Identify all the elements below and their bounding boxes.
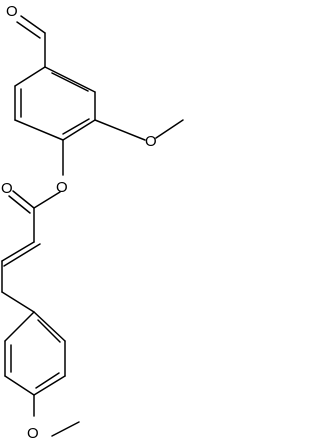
ester-carbonyl-bond-1 <box>12 190 35 209</box>
methoxy-top-bond-2 <box>155 119 184 139</box>
ring2-double-2 <box>35 372 60 389</box>
aldehyde-co-bond-1 <box>20 15 46 34</box>
methoxy-top-bond-1 <box>94 119 146 141</box>
ring1-double-2 <box>62 118 90 135</box>
ring2-bond-a <box>1 291 35 313</box>
ring1-bond-g <box>14 66 46 87</box>
ring2-bond-b <box>33 311 66 342</box>
structure-canvas: O O O O O <box>1 3 184 442</box>
ring2-bond-e <box>4 375 35 396</box>
ring1-bond-b <box>44 66 96 93</box>
ester-carbonyl-bond-2 <box>8 195 31 214</box>
ring2-bond-g <box>4 311 35 342</box>
aldehyde-co-bond-2 <box>16 21 41 39</box>
ring1-double-1 <box>51 72 89 92</box>
methoxy-bottom-bond-2 <box>51 421 80 437</box>
molecule-diagram: O O O O O <box>1 3 184 442</box>
atom-o-methoxy-bottom: O <box>27 425 39 442</box>
ring2-double-1 <box>37 319 61 343</box>
ring1-bond-e <box>14 119 64 141</box>
atom-o-ester-carbonyl: O <box>1 180 13 197</box>
atom-o-ester-ether: O <box>56 179 68 196</box>
atom-o-aldehyde: O <box>6 3 18 20</box>
atom-o-methoxy-top: O <box>145 133 157 150</box>
vinyl-bond-2b <box>3 243 41 267</box>
ring1-bond-d <box>62 119 96 141</box>
ester-o-c-bond <box>33 191 61 209</box>
ring2-bond-d <box>33 375 66 396</box>
vinyl-bond-2a <box>1 241 35 262</box>
